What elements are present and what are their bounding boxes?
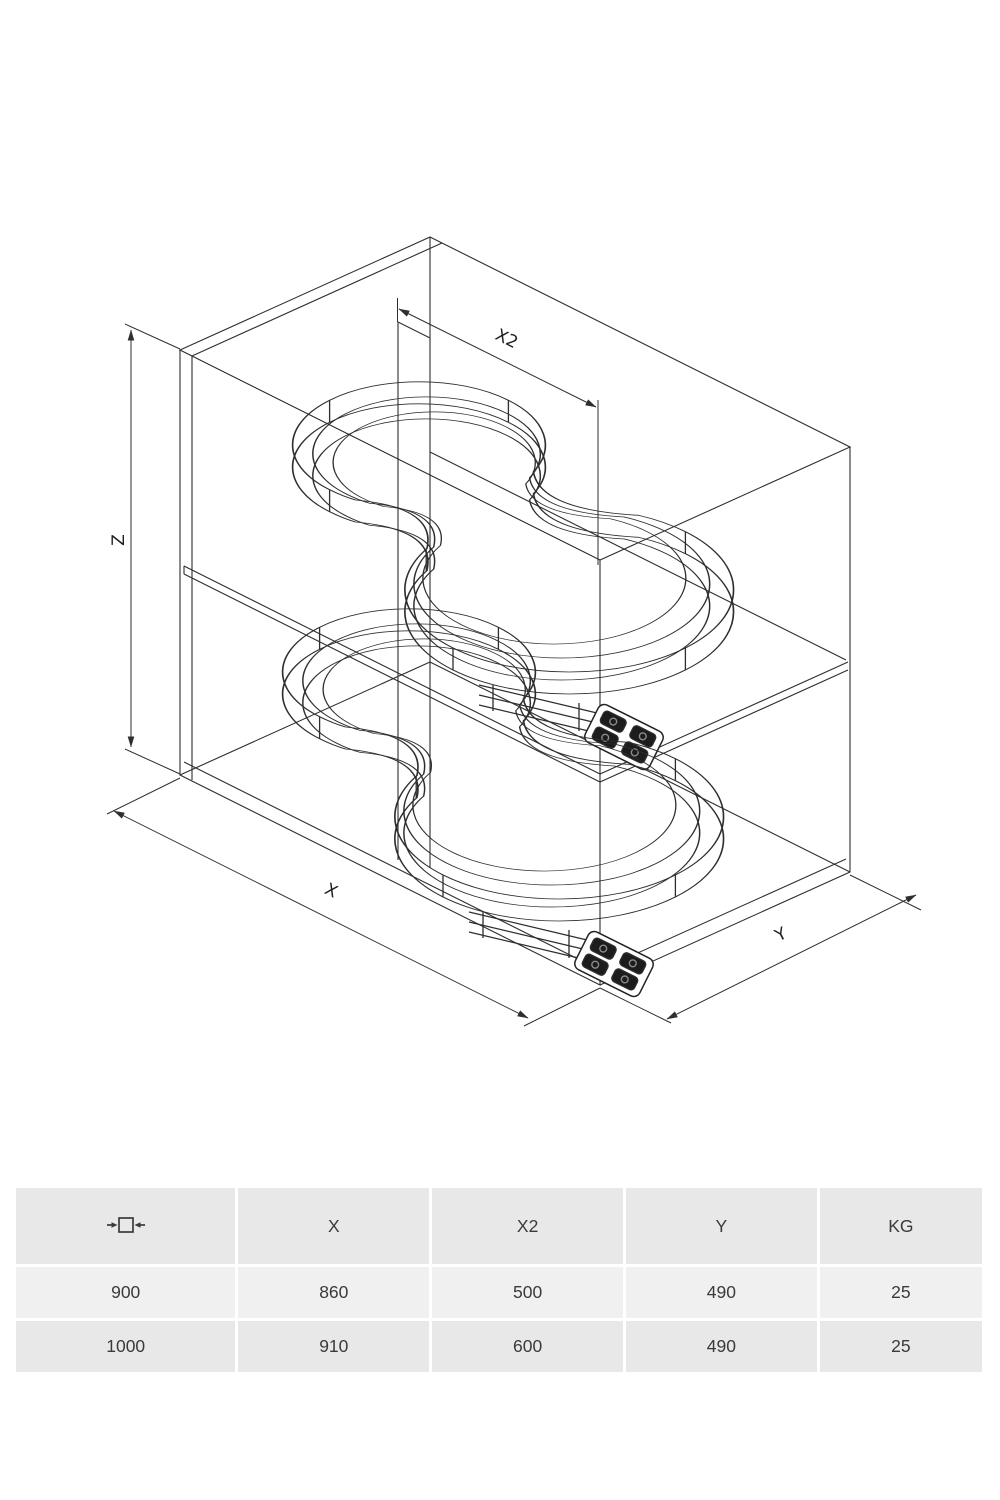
door-width-icon [105,1211,147,1241]
spec-cell-kg: 25 [819,1267,982,1318]
spec-cell-y: 490 [626,1321,817,1372]
lower-pullout-shelf [134,583,835,999]
spec-table-header-row: X X2 Y KG [16,1188,982,1264]
spec-cell-x: 860 [238,1267,430,1318]
spec-row-1000: 1000 910 600 490 25 [16,1321,982,1372]
spec-cell-kg: 25 [819,1321,982,1372]
upper-pullout-shelf [144,356,845,772]
dimension-x: X [106,777,601,1027]
spec-cell-x2: 600 [432,1321,623,1372]
col-header-x: X [238,1188,430,1264]
corner-pullout-isometric-drawing: Z X2 X Y [106,236,922,1027]
dimension-z: Z [109,323,181,775]
col-header-kg: KG [819,1188,982,1264]
col-header-cabinet-width [16,1188,236,1264]
interior-side-panel [397,237,431,868]
spec-table: X X2 Y KG 900 860 500 490 25 1000 910 60… [13,1185,985,1375]
dimension-x-label: X [321,879,341,902]
dimension-y-label: Y [771,923,791,946]
dimension-x2-label: X2 [492,325,521,353]
spec-cell-width: 1000 [16,1321,236,1372]
cabinet-carcass [178,236,852,986]
col-header-y: Y [626,1188,817,1264]
spec-cell-width: 900 [16,1267,236,1318]
middle-shelf [183,451,849,783]
spec-cell-y: 490 [626,1267,817,1318]
spec-row-900: 900 860 500 490 25 [16,1267,982,1318]
col-header-x2: X2 [432,1188,623,1264]
spec-cell-x2: 500 [432,1267,623,1318]
dimension-z-label: Z [109,534,129,546]
spec-cell-x: 910 [238,1321,430,1372]
technical-drawing: Z X2 X Y [106,236,922,1027]
